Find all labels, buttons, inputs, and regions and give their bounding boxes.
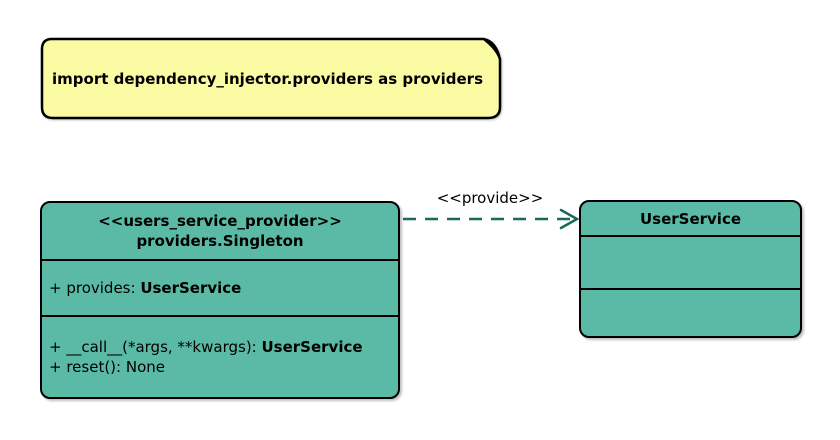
attribute-provides-text: + provides: [49,279,141,297]
attribute-provides-type: UserService [140,279,242,297]
class-header: <<users_service_provider>> providers.Sin… [42,203,398,259]
method-reset: + reset(): None [49,357,391,377]
method-call-text: + __call__(*args, **kwargs): [49,338,262,356]
class-stereotype: <<users_service_provider>> [98,212,342,230]
provide-label: <<provide>> [436,189,544,207]
note-shape [40,37,502,120]
method-reset-text: + reset(): None [49,358,165,376]
methods-compartment: + __call__(*args, **kwargs): UserService… [42,315,398,397]
provide-arrowhead-icon [559,208,580,230]
userservice-attributes-compartment [581,235,800,288]
note-fold-icon [483,38,501,60]
method-call-type: UserService [261,338,363,356]
userservice-methods-compartment [581,288,800,336]
class-userservice: UserService [579,200,802,338]
class-name: providers.Singleton [136,232,304,250]
class-providers-singleton: <<users_service_provider>> providers.Sin… [40,201,400,399]
attributes-compartment: + provides: UserService [42,259,398,315]
method-call: + __call__(*args, **kwargs): UserService [49,337,391,357]
import-note: import dependency_injector.providers as … [40,37,507,121]
userservice-name: UserService [639,209,742,228]
userservice-header: UserService [581,202,800,235]
note-text: import dependency_injector.providers as … [52,70,484,88]
attribute-provides: + provides: UserService [49,278,391,298]
